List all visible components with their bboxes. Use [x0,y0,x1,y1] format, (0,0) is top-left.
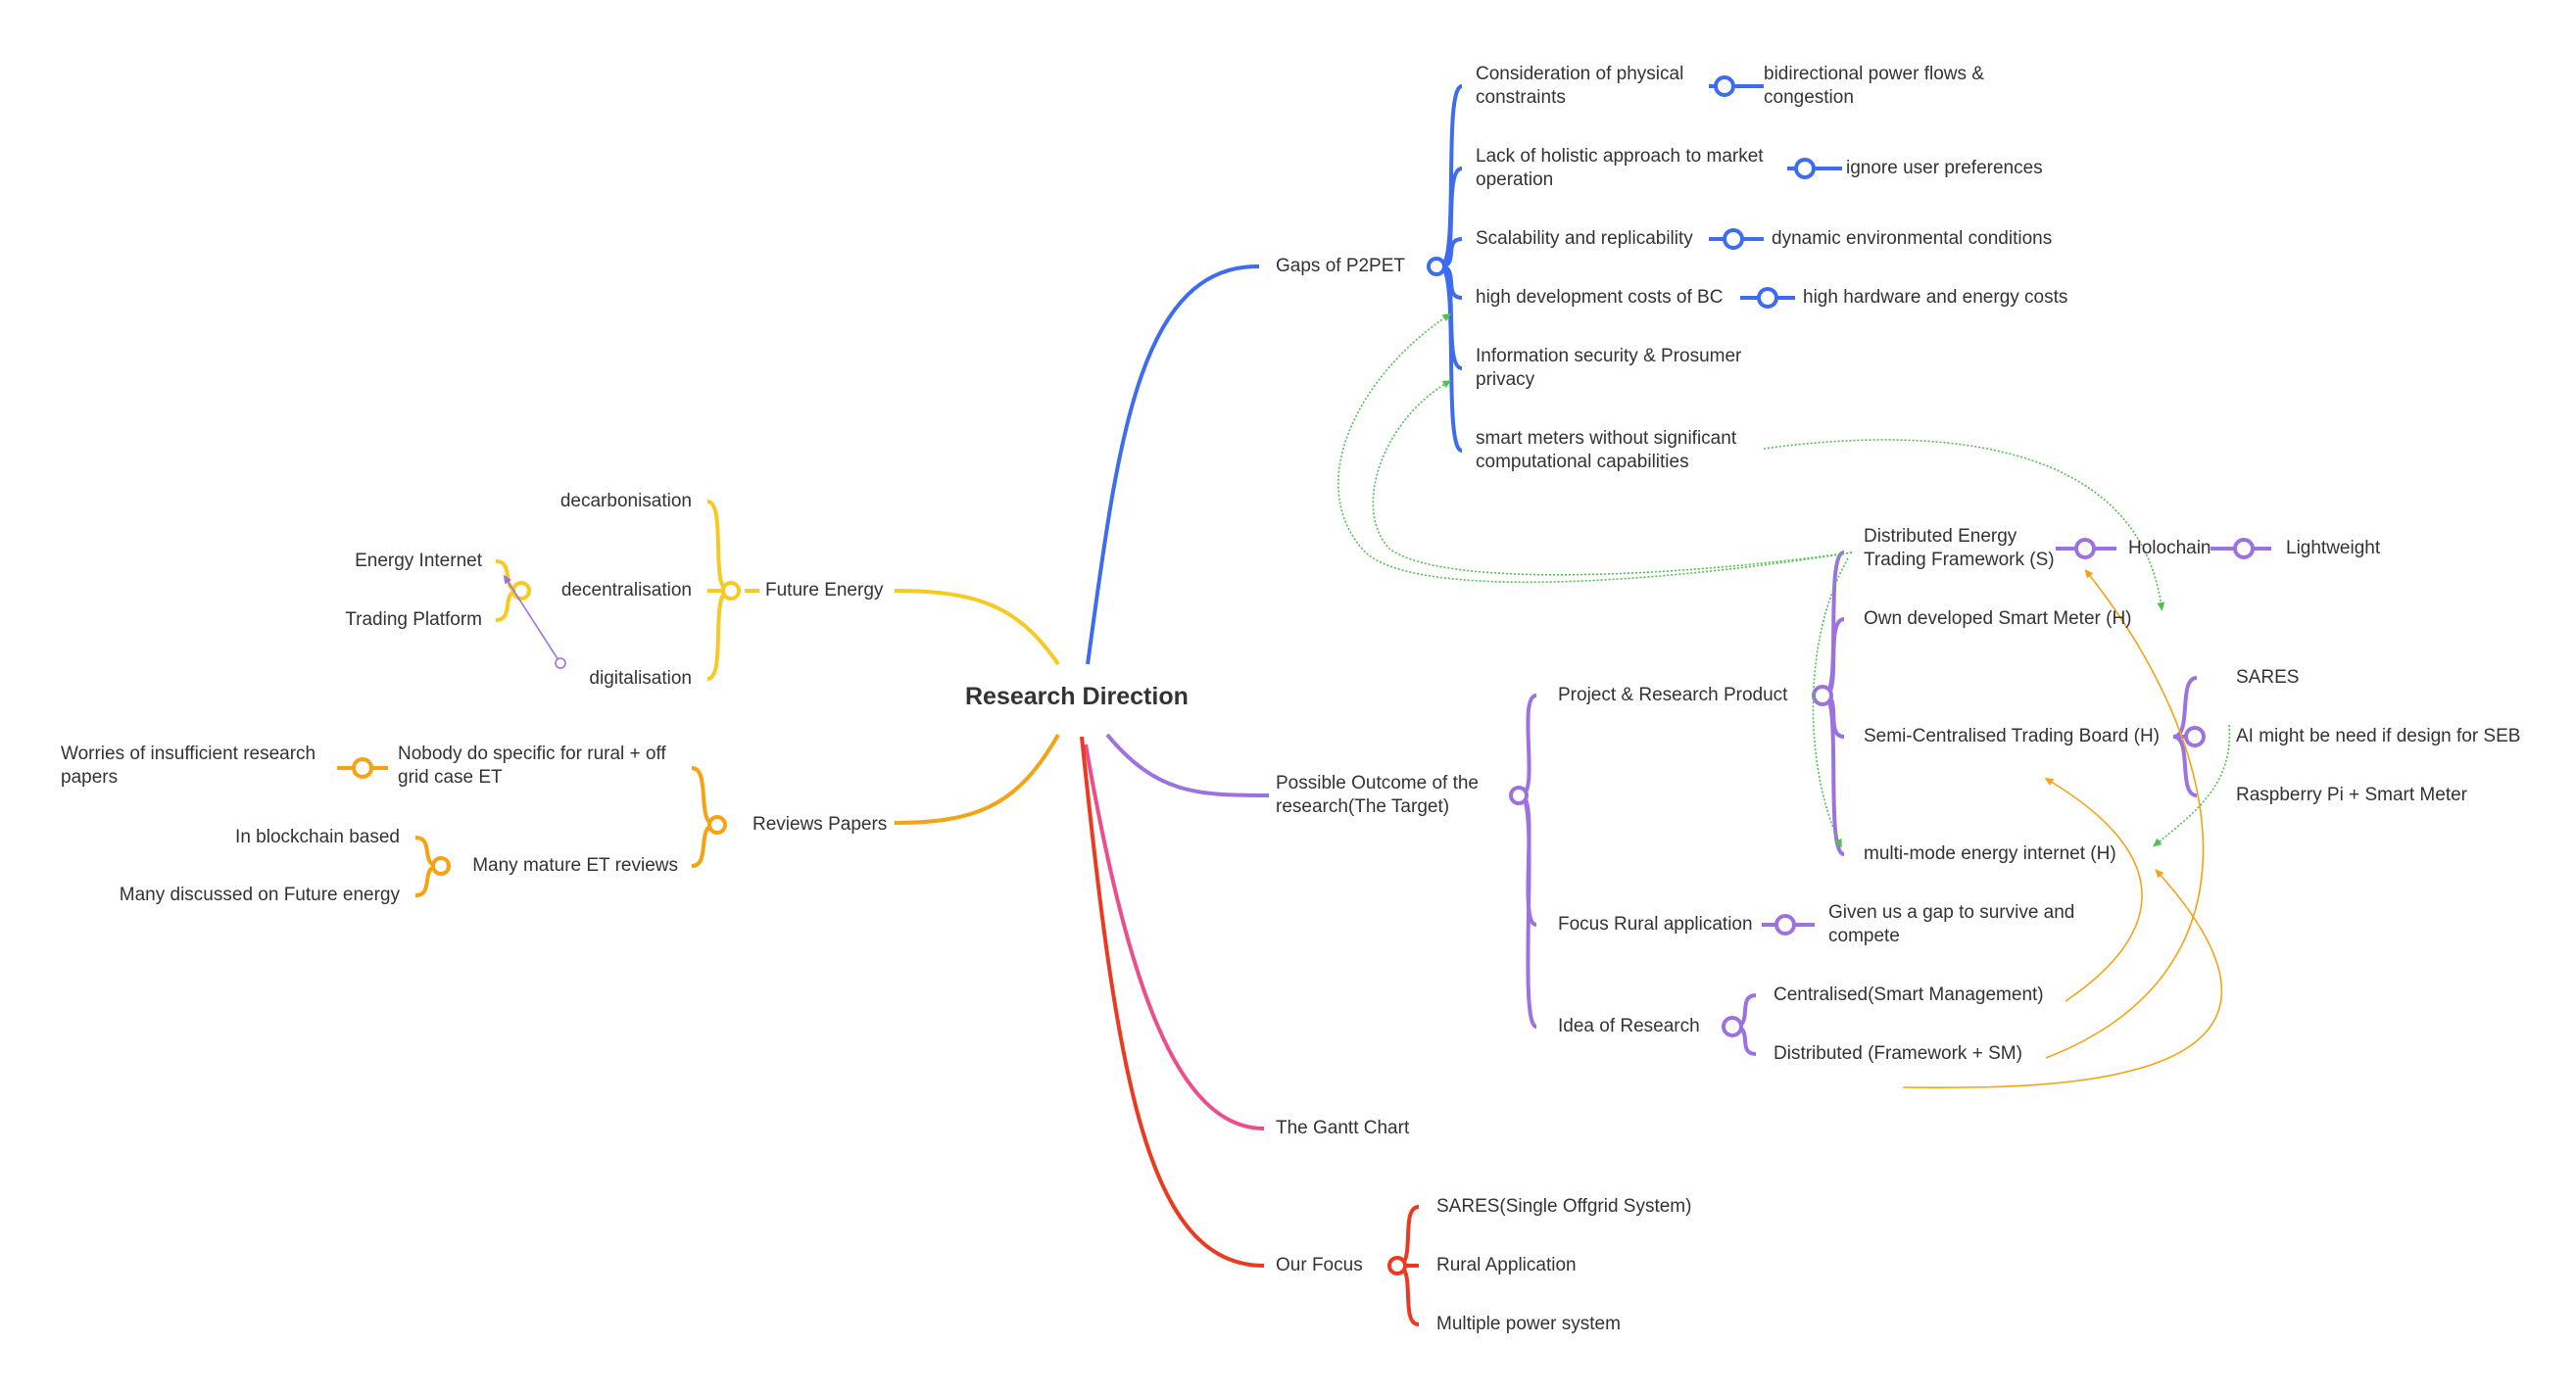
topic-worries-insufficient-papers[interactable]: Worries of insufficient research papers [61,744,316,788]
branch-future [894,589,1060,666]
topic-raspberry-pi[interactable]: Raspberry Pi + Smart Meter [2236,785,2467,805]
root-topic[interactable]: Research Direction [965,683,1189,710]
topic-distributed-energy-trading-framework[interactable]: Distributed Energy Trading Framework (S) [1864,526,2055,570]
relationship-green [1337,312,2231,848]
topic-sares[interactable]: SARES [2236,667,2300,688]
topic-energy-internet[interactable]: Energy Internet [355,551,482,571]
outcome-nodes [1509,538,2255,1037]
topic-sares-single-offgrid[interactable]: SARES(Single Offgrid System) [1436,1196,1692,1217]
gap-development-costs[interactable]: high development costs of BC [1476,287,1724,308]
topic-nobody-do-specific[interactable]: Nobody do specific for rural + off grid … [398,744,666,788]
topic-digitalisation[interactable]: digitalisation [589,668,692,689]
topic-our-focus[interactable]: Our Focus [1276,1255,1363,1275]
reviews-nodes [352,757,727,876]
gap-smart-meters[interactable]: smart meters without significant computa… [1476,428,1737,472]
gap-development-costs-detail[interactable]: high hardware and energy costs [1803,287,2068,308]
gap-physical-constraints-detail[interactable]: bidirectional power flows & congestion [1764,64,1984,108]
topic-ai-for-seb[interactable]: AI might be need if design for SEB [2236,726,2521,746]
topic-in-blockchain-based[interactable]: In blockchain based [235,827,400,847]
topic-lightweight[interactable]: Lightweight [2286,538,2381,558]
topic-gantt-chart[interactable]: The Gantt Chart [1276,1118,1410,1138]
topic-idea-of-research[interactable]: Idea of Research [1558,1016,1700,1036]
topic-semi-centralised-trading-board[interactable]: Semi-Centralised Trading Board (H) [1864,726,2161,746]
focus-node [1387,1256,1407,1275]
topic-gap-to-survive[interactable]: Given us a gap to survive and compete [1828,902,2075,946]
gap-scalability-detail[interactable]: dynamic environmental conditions [1772,228,2053,249]
gap-holistic-approach-detail[interactable]: ignore user preferences [1846,158,2043,178]
topic-holochain[interactable]: Holochain [2128,538,2211,558]
gap-scalability[interactable]: Scalability and replicability [1476,228,1693,249]
branch-reviews [894,734,1060,825]
topic-centralised[interactable]: Centralised(Smart Management) [1774,985,2044,1005]
gap-holistic-approach[interactable]: Lack of holistic approach to market oper… [1476,146,1764,190]
branch-outcome [1105,733,1270,797]
topic-reviews-papers[interactable]: Reviews Papers [753,814,888,835]
gap-physical-constraints[interactable]: Consideration of physical constraints [1476,64,1684,108]
topic-decarbonisation[interactable]: decarbonisation [559,491,692,511]
topic-multiple-power-system[interactable]: Multiple power system [1436,1314,1621,1334]
topic-focus-rural-application[interactable]: Focus Rural application [1558,914,1753,935]
topic-distributed[interactable]: Distributed (Framework + SM) [1774,1043,2022,1064]
gap-information-security[interactable]: Information security & Prosumer privacy [1476,346,1742,390]
topic-gaps-of-p2pet[interactable]: Gaps of P2PET [1276,256,1406,276]
branch-focus [1080,736,1265,1268]
topic-trading-platform[interactable]: Trading Platform [345,609,482,630]
topic-many-mature-et-reviews[interactable]: Many mature ET reviews [472,855,678,876]
topic-many-discussed-future-energy[interactable]: Many discussed on Future energy [119,885,400,905]
relationship-purple [503,574,566,669]
topic-future-energy[interactable]: Future Energy [765,580,884,600]
topic-own-smart-meter[interactable]: Own developed Smart Meter (H) [1864,608,2132,629]
topic-possible-outcome[interactable]: Possible Outcome of the research(The Tar… [1276,773,1479,817]
topic-project-research-product[interactable]: Project & Research Product [1558,685,1788,705]
gaps-connectors [1438,84,1842,453]
branch-gantt [1084,744,1265,1130]
topic-decentralisation[interactable]: decentralisation [560,580,692,600]
branch-gaps [1086,264,1260,665]
gaps-nodes [1427,75,1816,309]
relationship-amber [1902,568,2222,1089]
topic-rural-application[interactable]: Rural Application [1436,1255,1577,1275]
topic-multi-mode-energy-internet[interactable]: multi-mode energy internet (H) [1864,843,2116,864]
